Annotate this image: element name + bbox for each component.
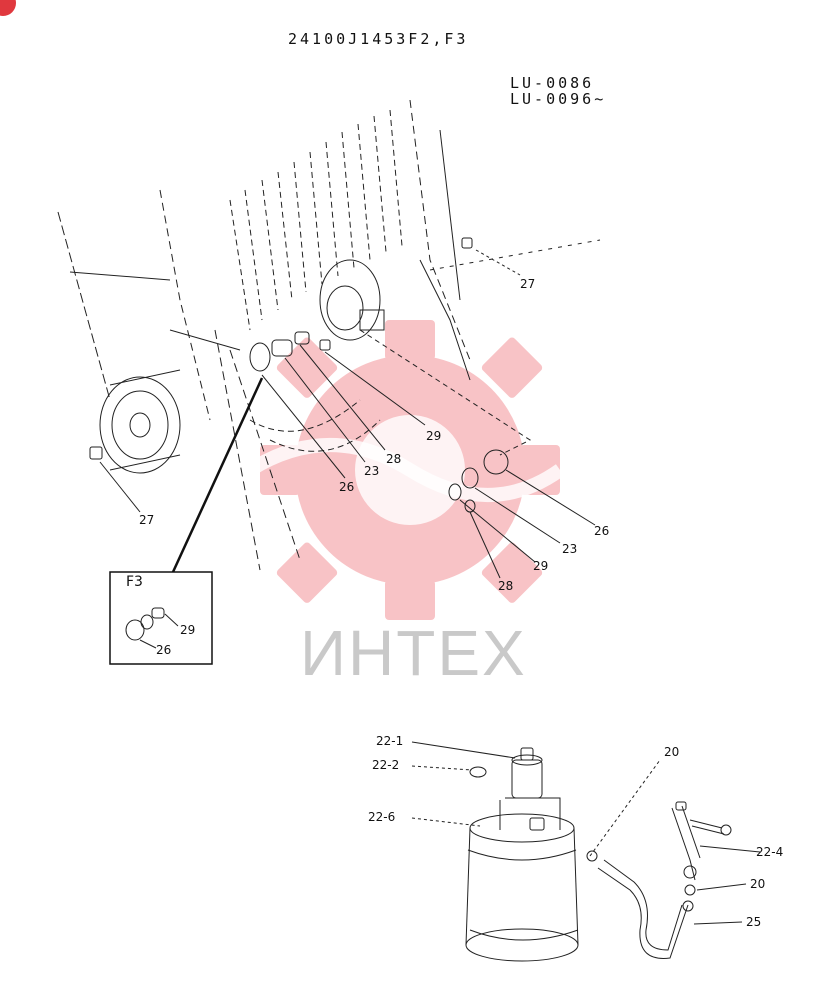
callout-26-b: 26 xyxy=(594,524,610,538)
watermark-text: ИНТЕХ xyxy=(300,617,527,689)
callout-29-b: 29 xyxy=(533,559,549,573)
inset-f3-title: F3 xyxy=(126,574,143,590)
callout-20-low: 20 xyxy=(750,877,766,891)
callout-27-top: 27 xyxy=(520,277,536,291)
serial-range-start: LU-0086 xyxy=(510,74,595,92)
callout-28-a: 28 xyxy=(386,452,402,466)
callout-22-6: 22-6 xyxy=(368,810,396,824)
callout-22-1: 22-1 xyxy=(376,734,404,748)
callout-22-2: 22-2 xyxy=(372,758,400,772)
callout-29-inset: 29 xyxy=(180,623,196,637)
callout-26-inset: 26 xyxy=(156,643,172,657)
callout-25: 25 xyxy=(746,915,762,929)
corner-badge xyxy=(0,0,16,16)
callout-20-top: 20 xyxy=(664,745,680,759)
callout-29-a: 29 xyxy=(426,429,442,443)
part-number-title: 24100J1453F2,F3 xyxy=(288,30,469,48)
callout-23-b: 23 xyxy=(562,542,578,556)
callout-28-b: 28 xyxy=(498,579,514,593)
callout-23-a: 23 xyxy=(364,464,380,478)
callout-26-a: 26 xyxy=(339,480,355,494)
callout-22-4: 22-4 xyxy=(756,845,784,859)
callout-27-left: 27 xyxy=(139,513,155,527)
serial-range-end: LU-0096~ xyxy=(510,90,607,108)
